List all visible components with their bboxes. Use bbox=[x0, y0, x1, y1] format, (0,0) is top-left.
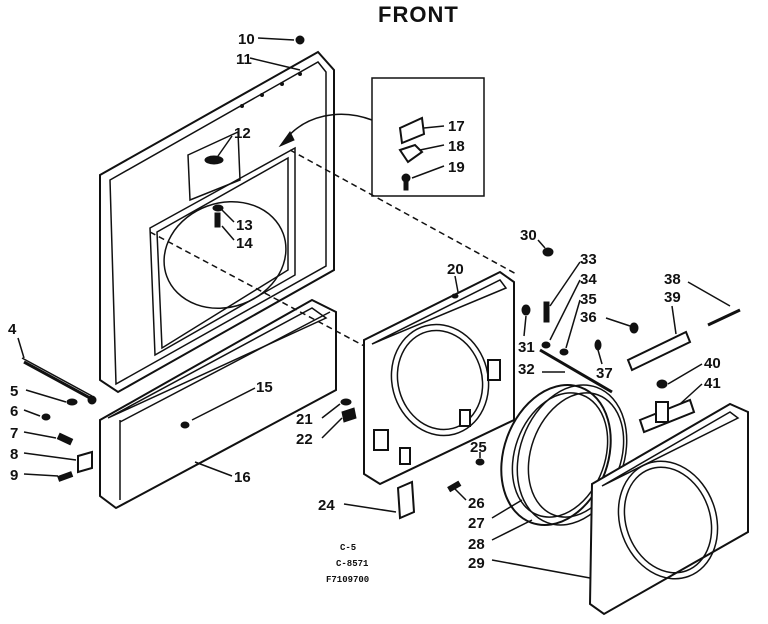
reference-codes: C-5 C-8571 F7109700 bbox=[326, 543, 369, 585]
code-line-2: C-8571 bbox=[336, 559, 369, 569]
callout-31: 31 bbox=[518, 339, 535, 356]
door-29 bbox=[588, 402, 749, 616]
callout-17: 17 bbox=[448, 118, 465, 135]
callout-18: 18 bbox=[448, 138, 465, 155]
hinge-rod-4 bbox=[21, 357, 97, 405]
callout-22: 22 bbox=[296, 431, 313, 448]
toe-panel-16 bbox=[99, 298, 337, 510]
callout-16: 16 bbox=[234, 469, 251, 486]
callout-9: 9 bbox=[10, 467, 18, 484]
callout-40: 40 bbox=[704, 355, 721, 372]
small-parts-5-9 bbox=[41, 398, 93, 482]
callout-32: 32 bbox=[518, 361, 535, 378]
callout-25: 25 bbox=[470, 439, 487, 456]
callout-27: 27 bbox=[468, 515, 485, 532]
callout-6: 6 bbox=[10, 403, 18, 420]
alignment-dashed-line bbox=[289, 149, 519, 276]
callout-8: 8 bbox=[10, 446, 18, 463]
diagram-title: FRONT bbox=[378, 2, 459, 27]
callout-28: 28 bbox=[468, 536, 485, 553]
callout-35: 35 bbox=[580, 291, 597, 308]
small-parts-21-26 bbox=[340, 398, 485, 520]
code-line-3: F7109700 bbox=[326, 575, 369, 585]
callout-39: 39 bbox=[664, 289, 681, 306]
callout-12: 12 bbox=[234, 125, 251, 142]
callout-13: 13 bbox=[236, 217, 253, 234]
callout-30: 30 bbox=[520, 227, 537, 244]
callout-38: 38 bbox=[664, 271, 681, 288]
callout-29: 29 bbox=[468, 555, 485, 572]
inset-detail-box bbox=[278, 77, 485, 197]
code-line-1: C-5 bbox=[340, 543, 356, 553]
callout-33: 33 bbox=[580, 251, 597, 268]
callout-10: 10 bbox=[238, 31, 255, 48]
callout-7: 7 bbox=[10, 425, 18, 442]
callout-34: 34 bbox=[580, 271, 597, 288]
inner-frame-20 bbox=[363, 270, 515, 486]
callout-labels: 10 11 12 13 14 17 18 19 20 4 5 6 7 8 9 1… bbox=[8, 31, 721, 572]
callout-5: 5 bbox=[10, 383, 18, 400]
front-panel-11 bbox=[99, 35, 335, 394]
callout-37: 37 bbox=[596, 365, 613, 382]
callout-11: 11 bbox=[236, 51, 252, 68]
callout-14: 14 bbox=[236, 235, 253, 252]
callout-20: 20 bbox=[447, 261, 464, 278]
callout-15: 15 bbox=[256, 379, 273, 396]
callout-41: 41 bbox=[704, 375, 721, 392]
callout-24: 24 bbox=[318, 497, 335, 514]
callout-36: 36 bbox=[580, 309, 597, 326]
callout-26: 26 bbox=[468, 495, 485, 512]
strike-parts-38-41 bbox=[626, 308, 741, 434]
latch-parts-30-37 bbox=[521, 247, 639, 394]
callout-4: 4 bbox=[8, 321, 17, 338]
alignment-dashed-line-2 bbox=[149, 231, 369, 349]
callout-19: 19 bbox=[448, 159, 465, 176]
leader-lines bbox=[17, 37, 731, 579]
callout-21: 21 bbox=[296, 411, 313, 428]
